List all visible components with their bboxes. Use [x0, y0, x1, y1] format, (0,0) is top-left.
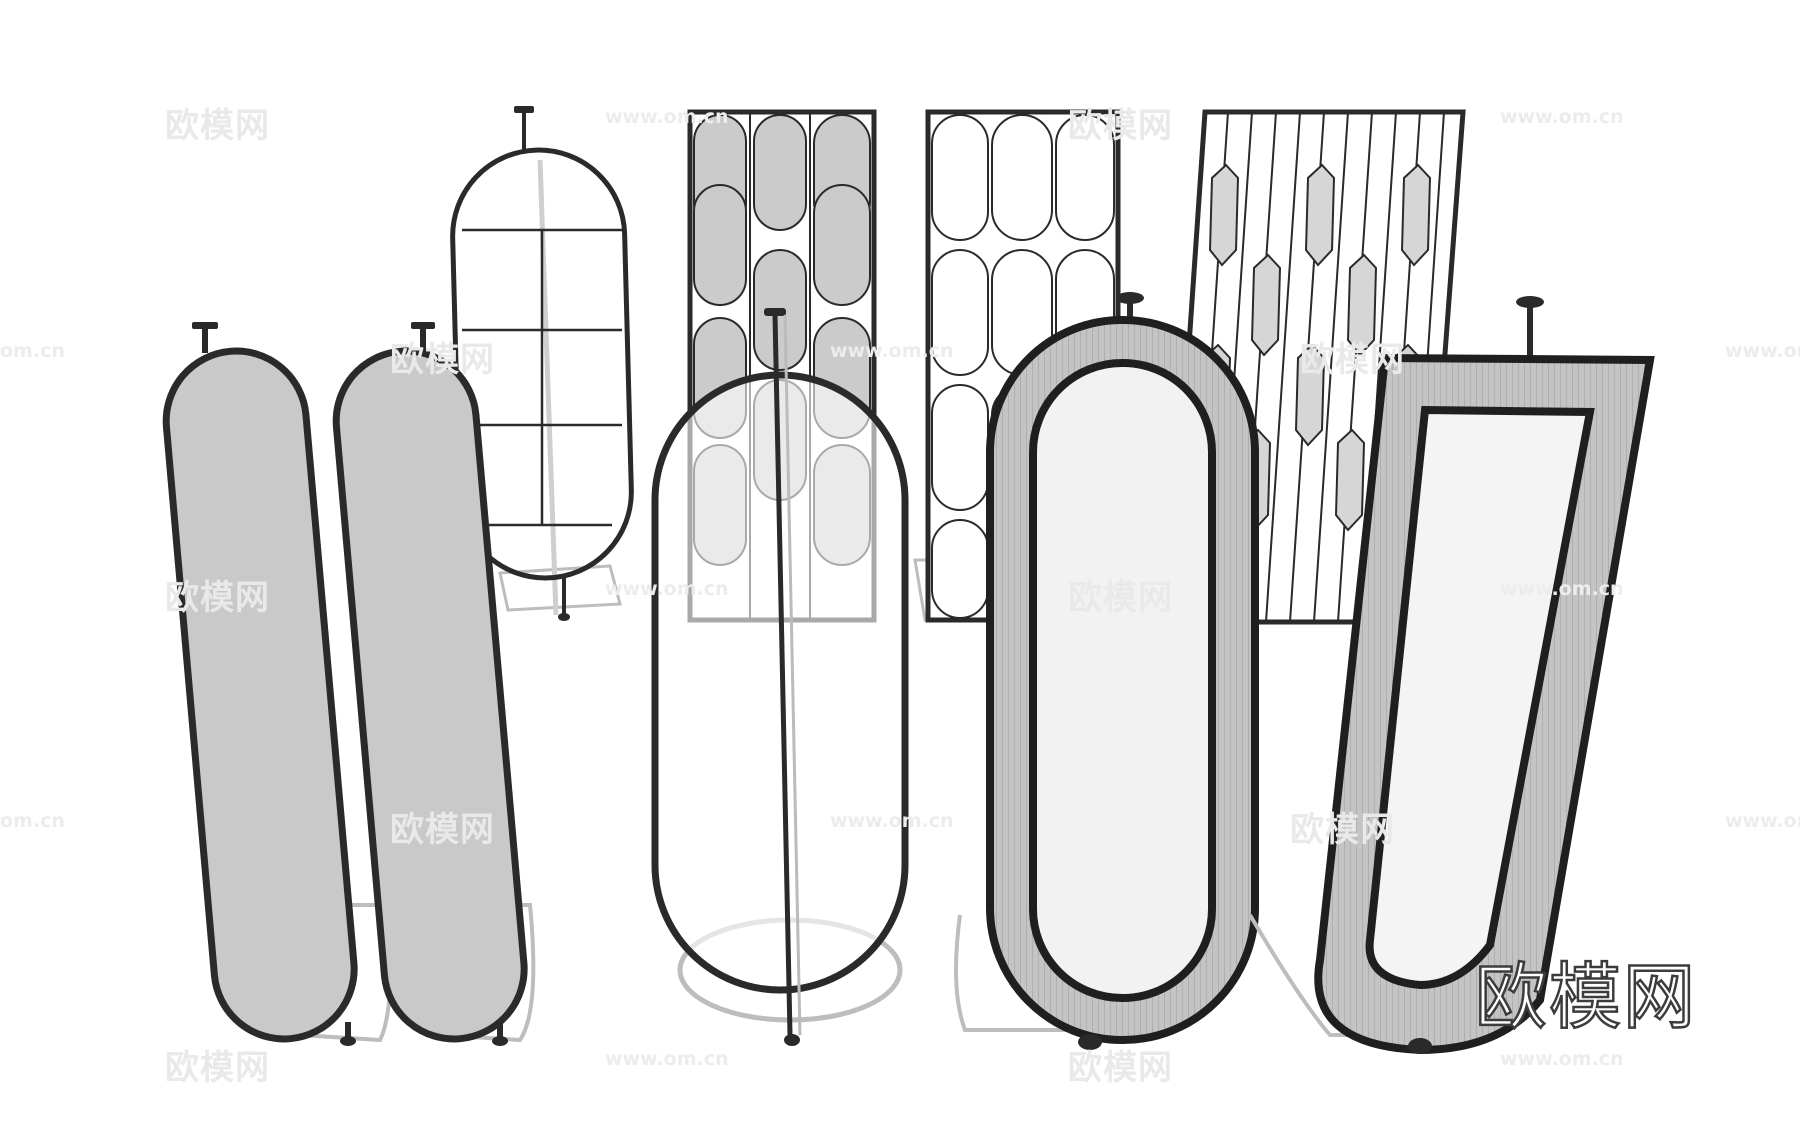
oval-ring-screen-pole [651, 308, 909, 1046]
watermark-url: om.cn [0, 810, 65, 832]
oval-gray-screen-right [332, 322, 536, 1046]
watermark-url: om.cn [0, 340, 65, 362]
watermark-url: www.om.cn [830, 340, 954, 362]
watermark-brand: 欧模网 [1300, 340, 1405, 380]
watermark-brand: 欧模网 [1068, 106, 1173, 146]
watermark-url: www.om.cn [605, 578, 729, 600]
watermark-url: www.om.cn [1725, 340, 1800, 362]
watermark-url: www.om.cn [1500, 106, 1624, 128]
watermark-brand: 欧模网 [390, 810, 495, 850]
watermark-brand: 欧模网 [165, 106, 270, 146]
watermark-brand: 欧模网 [390, 340, 495, 380]
watermark-url: www.om.cn [605, 1048, 729, 1070]
watermark-url: www.om.cn [1500, 578, 1624, 600]
watermark-url: www.om.cn [830, 810, 954, 832]
thick-rect-frame-screen [1248, 296, 1655, 1055]
watermark-url: www.om.cn [1725, 810, 1800, 832]
watermark-brand: 欧模网 [1068, 1048, 1173, 1088]
watermark-url: www.om.cn [1500, 1048, 1624, 1070]
oval-grid-screen-back [450, 106, 634, 621]
oval-gray-screen-left [162, 322, 394, 1046]
watermark-brand: 欧模网 [1290, 810, 1395, 850]
watermark-brand: 欧模网 [165, 1048, 270, 1088]
watermark-url: www.om.cn [605, 106, 729, 128]
watermark-brand: 欧模网 [1068, 578, 1173, 618]
watermark-brand: 欧模网 [165, 578, 270, 618]
thick-oval-ring-screen [954, 292, 1259, 1050]
brand-watermark-large: 欧模网 [1474, 954, 1698, 1041]
